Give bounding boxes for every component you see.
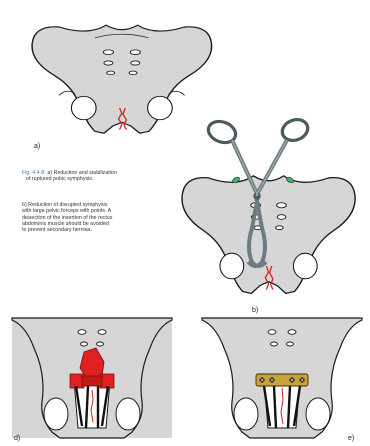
symphysis-plate-e: [256, 374, 308, 386]
panel-label-b: b): [252, 307, 258, 314]
figure-caption-b: b) Reduction of disrupted symphysis with…: [22, 202, 172, 233]
pelvis-panel-b: [182, 176, 355, 294]
pelvis-panel-d: [12, 318, 172, 438]
panel-label-a: a): [34, 143, 40, 150]
panel-label-e: e): [348, 435, 354, 442]
caption-main-line-1-text: a) Reduction and stabilization: [46, 170, 117, 176]
pelvis-panel-e: [202, 318, 362, 438]
caption-b-line-5: to prevent secondary hernias.: [22, 227, 172, 233]
caption-main-line-2: of ruptured pubic symphysis.: [22, 176, 162, 182]
panel-label-d: d): [14, 435, 20, 442]
figure-number: Fig. 4.4-8:: [22, 170, 46, 176]
pelvis-panel-a: [32, 25, 212, 133]
figure-caption-main: Fig. 4.4-8: a) Reduction and stabilizati…: [22, 170, 162, 183]
